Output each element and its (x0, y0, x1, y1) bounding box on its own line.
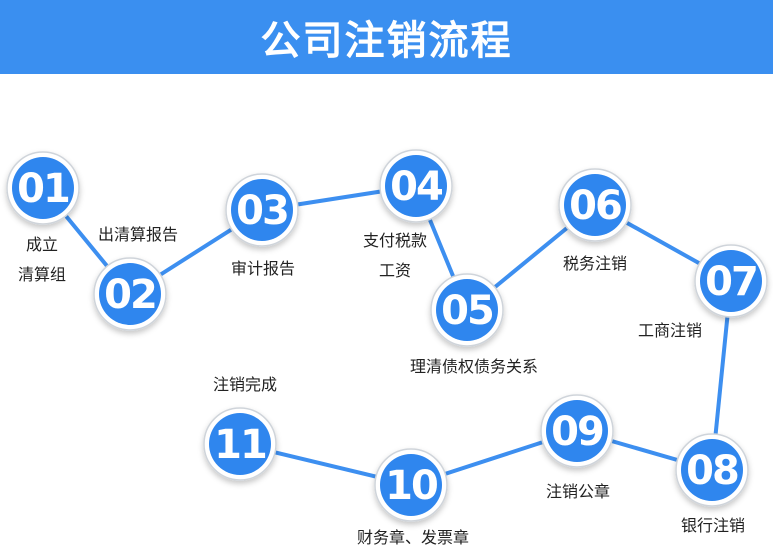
step-node-02: 02 (93, 257, 167, 331)
step-node-fill (436, 279, 498, 341)
label-step-04-line-2: 工资 (378, 261, 411, 280)
step-node-fill (681, 439, 743, 501)
page-title: 公司注销流程 (260, 18, 513, 64)
label-step-06: 税务注销 (556, 249, 634, 279)
label-step-01: 成立 清算组 (10, 230, 74, 290)
step-node-11: 11 (203, 407, 277, 481)
label-step-02-line-1: 出清算报告 (97, 225, 178, 244)
label-step-06-line-1: 税务注销 (562, 254, 627, 273)
step-number: 09 (551, 409, 603, 455)
label-step-08: 银行注销 (673, 511, 753, 541)
step-number: 08 (686, 448, 738, 494)
label-step-09-line-1: 注销公章 (545, 482, 610, 501)
step-number: 02 (104, 272, 156, 318)
label-step-01-line-1: 成立 (25, 235, 58, 254)
label-step-05: 理清债权债务关系 (400, 352, 548, 382)
label-step-09: 注销公章 (538, 477, 618, 507)
step-node-07: 07 (694, 244, 768, 318)
step-nodes: 01 02 03 04 05 06 07 08 09 10 11 (6, 149, 768, 522)
step-node-fill (231, 179, 293, 241)
label-step-01-line-2: 清算组 (17, 265, 66, 284)
label-step-02: 出清算报告 (92, 220, 184, 250)
label-step-03-line-1: 审计报告 (230, 259, 295, 278)
step-node-06: 06 (558, 168, 632, 242)
step-number: 06 (569, 183, 621, 229)
label-step-04: 支付税款 工资 (354, 226, 436, 286)
step-node-fill (209, 413, 271, 475)
step-number: 03 (236, 188, 288, 234)
label-step-03: 审计报告 (225, 254, 301, 284)
step-node-fill (385, 155, 447, 217)
label-step-11-line-1: 注销完成 (212, 375, 277, 394)
step-node-fill (99, 263, 161, 325)
step-node-01: 01 (6, 151, 80, 225)
step-number: 04 (390, 164, 442, 210)
step-node-fill (380, 454, 442, 516)
step-number: 05 (441, 288, 493, 334)
step-node-03: 03 (225, 173, 299, 247)
step-node-08: 08 (675, 433, 749, 507)
step-node-fill (564, 174, 626, 236)
header-banner: 公司注销流程 (0, 0, 773, 74)
label-step-07: 工商注销 (630, 316, 710, 346)
step-node-10: 10 (374, 448, 448, 522)
step-number: 10 (385, 463, 437, 509)
step-node-fill (700, 250, 762, 312)
label-step-08-line-1: 银行注销 (680, 516, 745, 535)
step-number: 07 (705, 259, 757, 305)
step-node-05: 05 (430, 273, 504, 347)
step-number: 11 (214, 422, 266, 468)
label-step-04-line-1: 支付税款 (362, 231, 427, 250)
label-step-07-line-1: 工商注销 (637, 321, 702, 340)
step-node-fill (546, 400, 608, 462)
label-step-10-line-1: 财务章、发票章 (356, 528, 469, 547)
step-node-fill (12, 157, 74, 219)
step-node-09: 09 (540, 394, 614, 468)
label-step-11: 注销完成 (204, 370, 286, 400)
step-number: 01 (17, 166, 69, 212)
label-step-10: 财务章、发票章 (348, 523, 478, 553)
label-step-05-line-1: 理清债权债务关系 (409, 357, 538, 376)
step-node-04: 04 (379, 149, 453, 223)
